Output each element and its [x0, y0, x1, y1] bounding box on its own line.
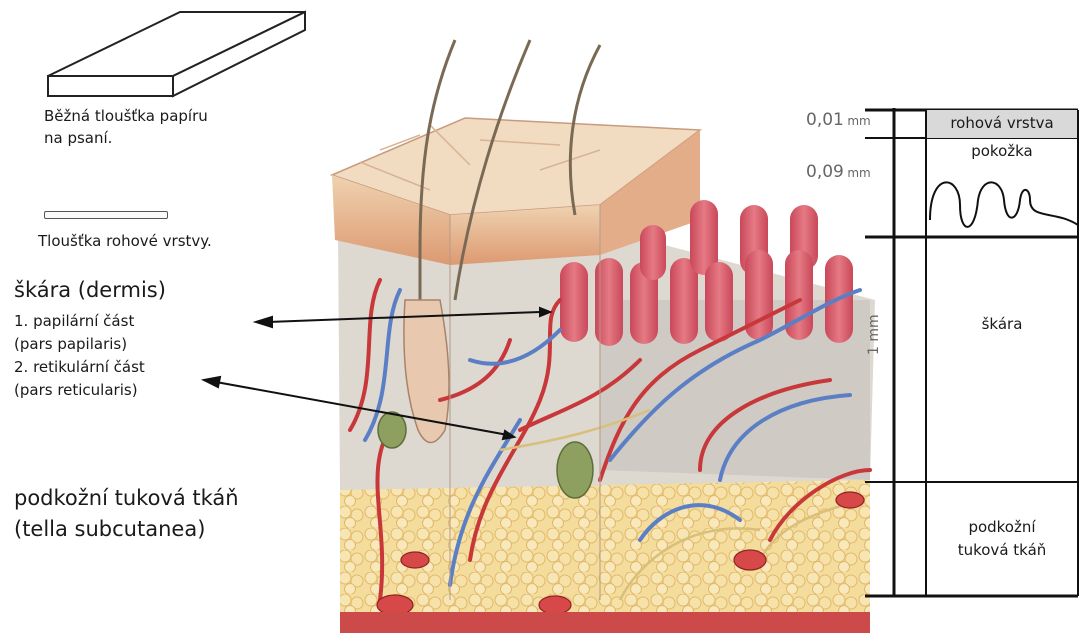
layer-horny-label: rohová vrstva: [926, 114, 1078, 132]
layer-epidermis-label: pokožka: [926, 142, 1078, 160]
layer-subcutis-label-line-2: tuková tkáň: [926, 541, 1078, 559]
epidermis-wavy-boundary: [930, 182, 1078, 227]
layer-dermis-label: škára: [926, 315, 1078, 333]
measure-dermis: 1 mm: [866, 314, 882, 355]
measure-epidermis: 0,09 mm: [806, 162, 871, 182]
measure-horny-layer: 0,01 mm: [806, 110, 871, 130]
layer-subcutis-label-line-1: podkožní: [926, 518, 1078, 536]
